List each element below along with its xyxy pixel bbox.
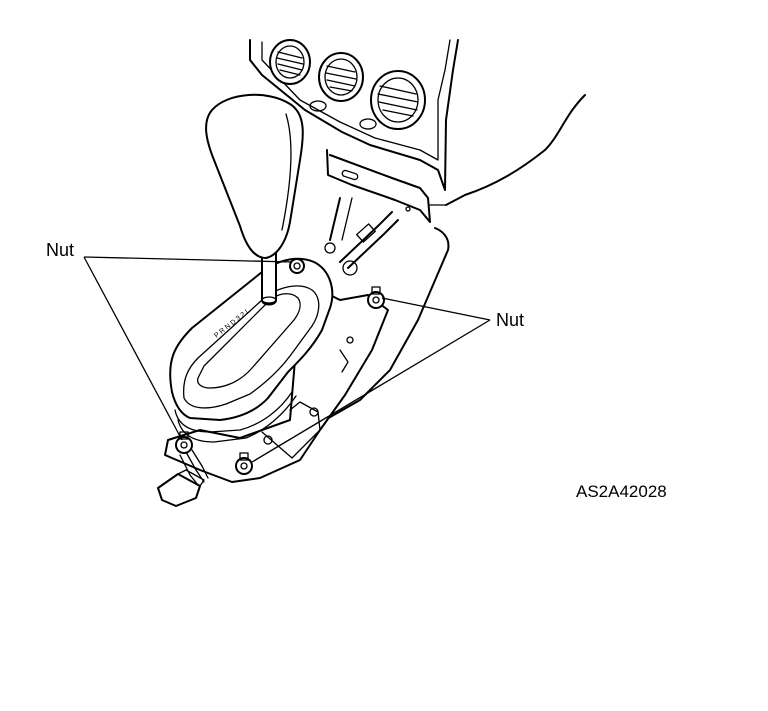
leader-line-right-top: [381, 297, 491, 321]
label-nut-left: Nut: [46, 240, 75, 260]
mounting-nuts: [175, 258, 385, 475]
shift-lever: [261, 252, 277, 306]
nut-top-right: [367, 286, 385, 309]
vent-center: [318, 52, 364, 102]
wiring-connector: [157, 469, 205, 507]
dashboard-vents: [269, 39, 426, 130]
figure-code: AS2A42028: [576, 482, 667, 501]
console-trim: [324, 197, 450, 421]
mounting-bracket: [164, 284, 389, 483]
label-nut-right: Nut: [496, 310, 525, 330]
selector-housing: P R N D 3 2 L: [169, 257, 334, 443]
leader-lines: [83, 256, 491, 463]
vent-left: [269, 39, 311, 85]
vent-small-left: [309, 100, 327, 112]
nut-bottom-left: [175, 431, 193, 454]
nut-top-left: [289, 258, 305, 274]
nut-bottom-center: [235, 452, 253, 475]
leader-line-left-top: [83, 256, 293, 263]
leader-line-left-bottom: [83, 256, 183, 441]
shift-cable: [324, 211, 399, 276]
shift-knob: [205, 93, 304, 259]
vent-small-right: [359, 118, 377, 130]
leader-line-right-bottom: [251, 319, 491, 463]
vent-right: [370, 70, 426, 130]
